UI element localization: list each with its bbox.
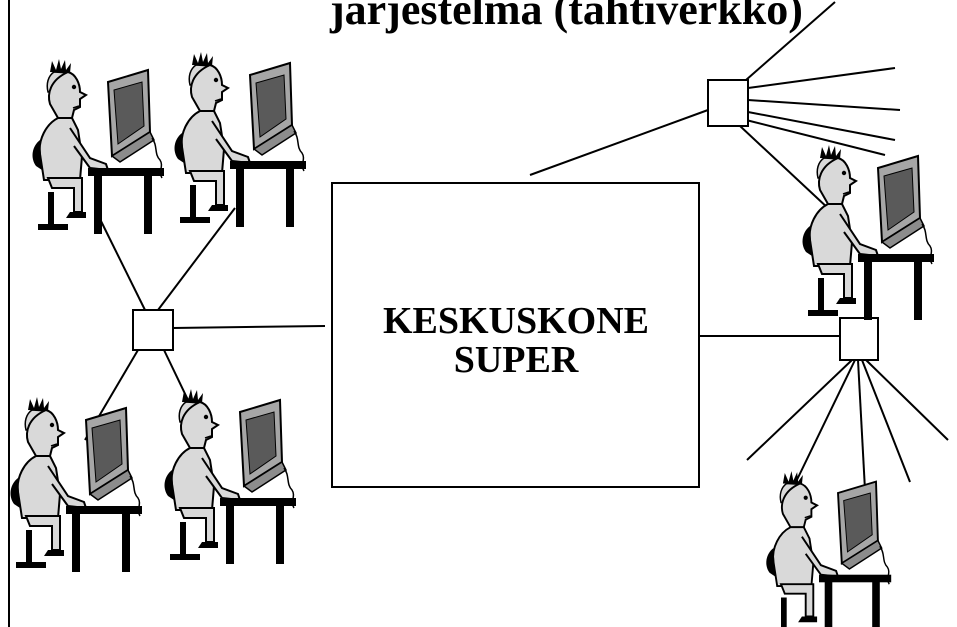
user-at-computer-icon [766, 471, 891, 627]
link-bottom-hub-ray-1 [747, 360, 852, 460]
user-at-computer-icon [803, 145, 934, 320]
mainframe-label-line1: KESKUSKONE [383, 300, 649, 342]
user-at-computer-icon [165, 389, 296, 564]
user-at-computer-icon [33, 59, 164, 234]
link-bottom-hub-ray-3 [858, 360, 865, 490]
link-top-hub-ray-3 [748, 100, 900, 110]
link-left-hub-user-2 [158, 208, 235, 310]
link-top-hub-ray-2 [748, 68, 895, 88]
link-top-hub-mainframe [530, 110, 708, 175]
link-bottom-hub-ray-2 [793, 360, 855, 488]
user-at-computer-icon [11, 397, 142, 572]
hub-left [133, 310, 173, 350]
hub-top-right [708, 80, 748, 126]
hub-bottom-right [840, 318, 878, 360]
link-left-hub-mainframe [173, 326, 325, 328]
mainframe-label-line2: SUPER [454, 339, 579, 381]
mainframe: KESKUSKONE SUPER [332, 183, 699, 487]
user-at-computer-icon [175, 52, 306, 227]
page-title: järjestelmä (tähtiverkko) [329, 0, 803, 34]
link-left-hub-user-1 [98, 215, 145, 310]
